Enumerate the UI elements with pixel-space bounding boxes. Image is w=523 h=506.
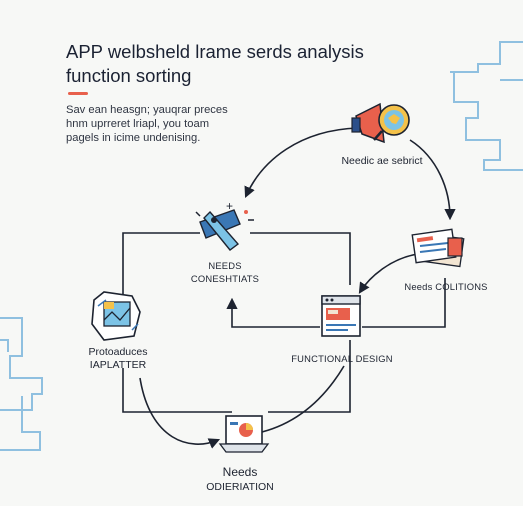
documents-icon [411,228,465,268]
intro-line-2: hnm uprreret lriapl, you toam [66,118,210,130]
megaphone-search-icon [351,102,410,144]
line-design-down [268,340,351,413]
line-constraints-left [122,232,200,300]
constraints-node-label: NEEDS CONESHTIATS [191,259,259,285]
tools-icon: + [195,199,254,251]
map-outline-right [450,41,523,171]
orientation-label-line-2: ODIERIATION [206,481,274,493]
svg-text:+: + [226,199,233,213]
browser-layout-icon [321,295,361,337]
arrow-collections-to-design [358,253,419,294]
prototype-node-label: Protoaduces IAPLATTER [89,346,148,372]
orientation-node-label: Needs ODIERIATION [206,465,273,495]
prototype-label-line-2: IAPLATTER [89,359,147,371]
accent-bar [68,92,88,95]
design-node-label: FUNCTIONAL DESIGN [291,353,393,364]
line-prototype-bottom [122,368,232,413]
connectors [122,127,456,449]
map-outline-left [0,317,43,451]
arrow-search-to-constraints [244,127,359,199]
constraints-label-line-1: NEEDS [208,260,242,271]
constraints-label-line-2: CONESHTIATS [190,273,260,284]
intro-line-1: Sav ean heasgn; yauqrar preces [66,104,228,116]
line-constraints-right [250,232,351,285]
curve-orientation-to-design [261,365,345,433]
title-line-2: function sorting [66,65,192,86]
intro-line-3: pagels in icime undenising. [66,132,201,144]
page-title: APP welbsheld lrame serds analysis funct… [66,40,396,88]
line-design-right [362,278,446,328]
title-line-1: APP welbsheld lrame serds analysis [66,41,364,62]
prototype-label-line-1: Protoaduces [88,346,148,358]
monitor-icon [218,415,270,453]
prototype-image-icon [91,291,141,341]
arrow-design-to-constraints [226,297,320,328]
collections-node-label: Needs COLITIONS [404,281,488,292]
arrow-prototype-to-orientation [139,377,221,449]
intro-text: Sav ean heasgn; yauqrar preces hnm uprre… [66,103,266,145]
search-node-label: Needic ae sebrict [341,155,423,167]
orientation-label-line-1: Needs [222,465,258,479]
arrow-search-to-collections [409,139,456,221]
